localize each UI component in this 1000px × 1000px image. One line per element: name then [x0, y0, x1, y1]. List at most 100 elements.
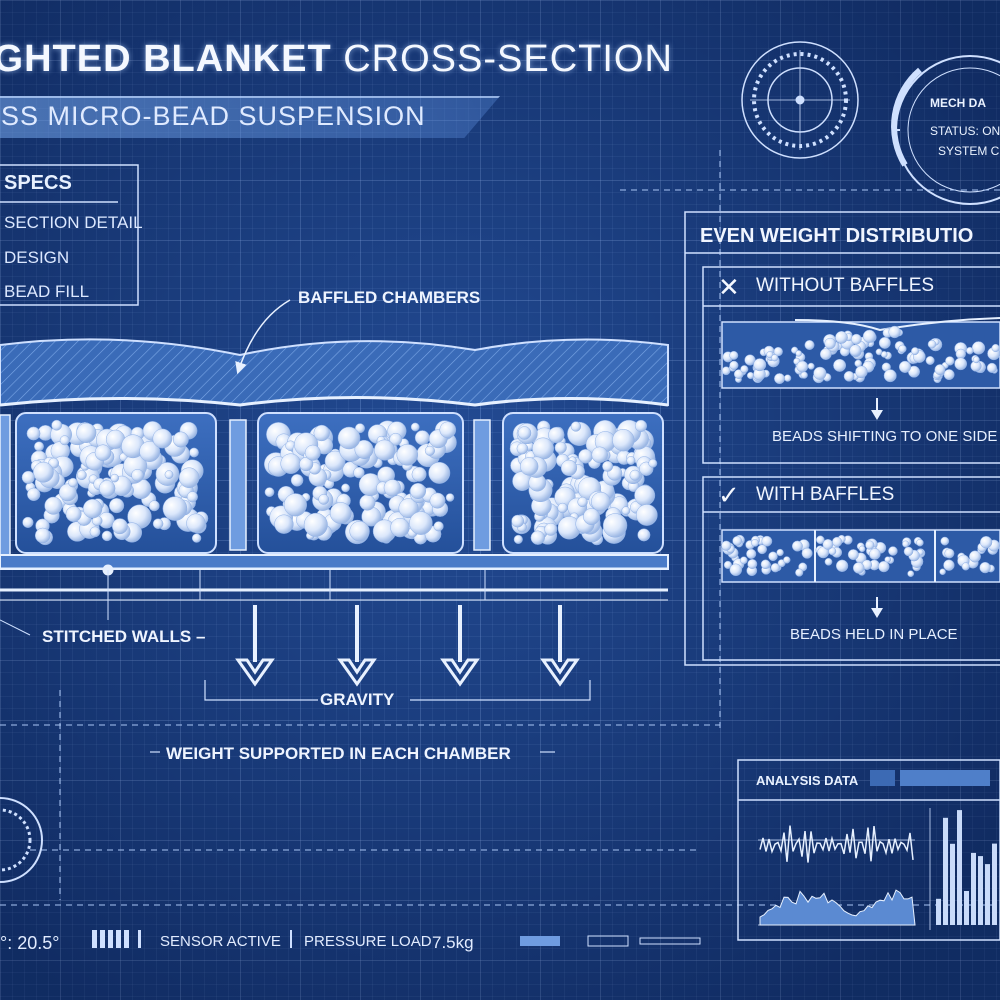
bead — [796, 360, 809, 373]
bead — [34, 441, 44, 452]
bead — [131, 468, 144, 482]
bead — [324, 450, 346, 472]
bead — [751, 539, 759, 547]
bead — [833, 358, 847, 372]
bead — [804, 340, 815, 350]
bead — [878, 560, 890, 573]
bead — [602, 460, 614, 472]
bead — [875, 348, 883, 356]
bead — [148, 500, 160, 512]
bead — [903, 546, 914, 557]
bead — [979, 536, 993, 549]
bead — [855, 365, 868, 379]
gauge-line-3: SYSTEM CH — [938, 144, 1000, 158]
without-baffles-label: WITHOUT BAFFLES — [756, 275, 935, 296]
bead — [776, 548, 784, 557]
bead — [723, 560, 732, 569]
bead — [94, 444, 112, 461]
bead — [33, 461, 54, 483]
bead — [637, 528, 651, 542]
bead — [383, 479, 401, 497]
analysis-bar — [964, 891, 969, 925]
quilted-top-layer — [0, 338, 669, 407]
with-baffles-diagram — [721, 529, 1000, 618]
bead — [152, 518, 164, 529]
bead — [318, 494, 330, 505]
bead — [65, 506, 82, 523]
bead — [101, 530, 113, 542]
gravity-label: GRAVITY — [320, 690, 395, 709]
temperature-readout: °: 20.5° — [0, 933, 60, 953]
bead — [813, 366, 827, 380]
bead — [824, 557, 833, 566]
bead — [21, 470, 35, 484]
bead — [186, 513, 206, 533]
bead — [341, 483, 350, 493]
bead — [791, 540, 803, 552]
bead — [544, 522, 558, 536]
bead — [721, 366, 731, 376]
bead — [729, 563, 743, 577]
bead — [414, 430, 430, 446]
bead — [26, 426, 41, 441]
bead — [359, 494, 376, 511]
bead — [186, 491, 198, 503]
bead — [313, 424, 330, 442]
bead — [925, 356, 935, 365]
bead — [178, 467, 200, 488]
bead — [768, 551, 778, 562]
without-baffles-diagram — [721, 317, 1000, 420]
page-subtitle: ASS MICRO-BEAD SUSPENSION — [0, 101, 426, 131]
baffled-callout — [235, 299, 291, 375]
bottom-left-gauge — [0, 797, 43, 883]
bead — [986, 362, 997, 373]
bead — [849, 344, 862, 357]
cross-icon: ✕ — [718, 272, 740, 302]
pressure-load-label: PRESSURE LOAD — [304, 933, 432, 950]
bead — [34, 527, 51, 544]
bead — [353, 466, 365, 479]
bead — [911, 347, 919, 356]
bead — [139, 441, 161, 462]
analysis-area — [759, 889, 916, 926]
stitched-walls-label: STITCHED WALLS – — [42, 627, 206, 646]
bead — [398, 498, 419, 519]
bead — [109, 498, 125, 514]
analysis-bar — [950, 843, 955, 925]
with-baffles-label: WITH BAFFLES — [756, 484, 895, 505]
gravity-bracket — [150, 680, 591, 753]
bead — [770, 563, 780, 573]
bead — [110, 473, 119, 483]
bead — [843, 370, 855, 382]
bead — [51, 419, 63, 431]
bead — [835, 559, 849, 572]
bead — [548, 426, 565, 444]
bead — [954, 357, 968, 371]
bead — [783, 556, 791, 564]
analysis-bar — [971, 852, 976, 925]
bead — [439, 421, 457, 439]
bead — [847, 549, 859, 561]
bead — [943, 369, 955, 381]
gravity-arrows — [235, 605, 580, 687]
micro-beads — [21, 419, 658, 546]
analysis-bars — [936, 810, 997, 925]
bead — [283, 493, 307, 517]
bead — [513, 534, 523, 544]
bead — [934, 364, 946, 376]
subtitle-band — [0, 96, 500, 138]
bead — [878, 336, 891, 349]
bead — [969, 550, 981, 563]
bead — [557, 502, 568, 514]
guide-lines — [0, 150, 1000, 906]
bead — [902, 540, 910, 548]
bead — [816, 535, 825, 545]
specs-frame — [0, 164, 139, 306]
analysis-bar — [943, 817, 948, 925]
bead — [445, 493, 455, 502]
bead — [991, 343, 1000, 353]
gauge-line-1: MECH DA — [930, 96, 986, 110]
analysis-bar — [992, 843, 997, 925]
bead — [516, 442, 529, 455]
analysis-bar — [936, 898, 941, 925]
